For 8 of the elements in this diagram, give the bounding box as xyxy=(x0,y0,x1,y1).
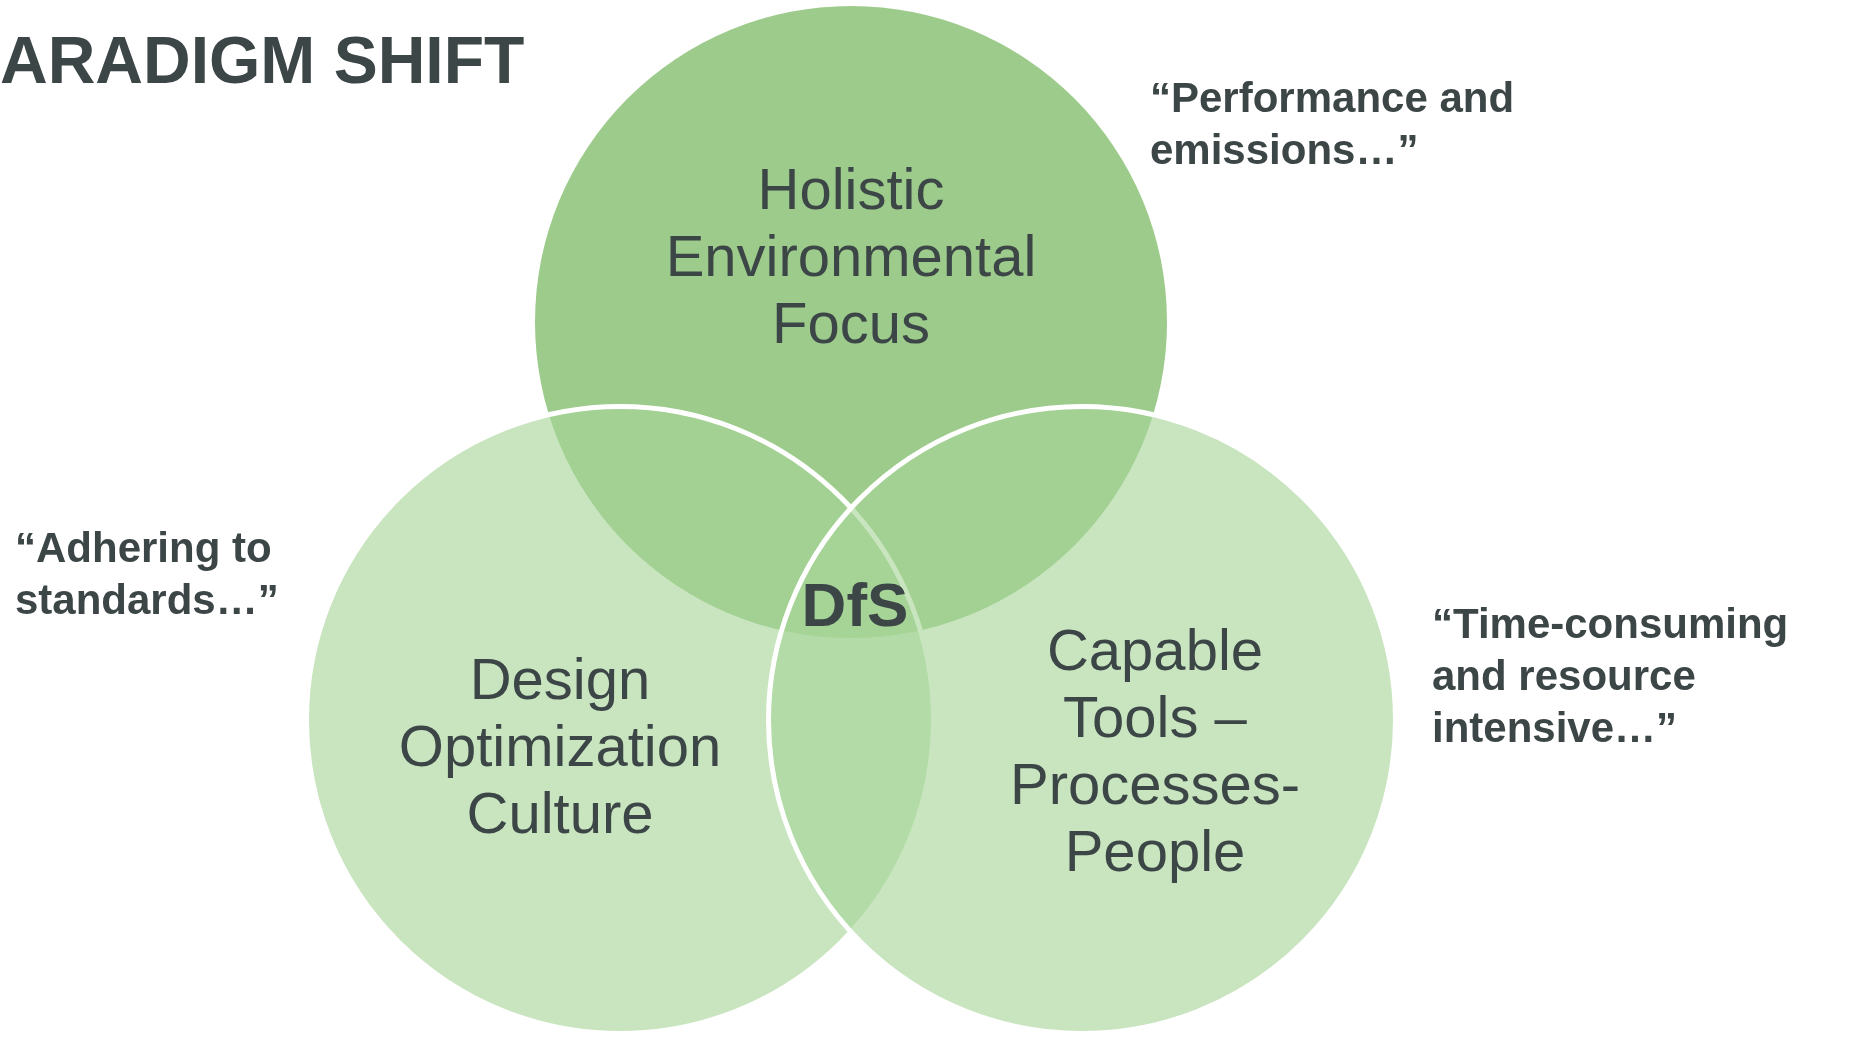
circle-label: Holistic Environmental Focus xyxy=(664,154,1038,356)
circle-label: Design Optimization Culture xyxy=(397,644,723,846)
quote-text: “Performance and emissions…” xyxy=(1150,73,1516,175)
center-label: DfS xyxy=(800,570,910,640)
quote-text: “Adhering to standards…” xyxy=(15,523,280,625)
quote-text: “Time-consuming and resource intensive…” xyxy=(1432,599,1790,753)
circle-label: Capable Tools – Processes- People xyxy=(1008,616,1302,884)
title: ARADIGM SHIFT xyxy=(0,22,525,98)
